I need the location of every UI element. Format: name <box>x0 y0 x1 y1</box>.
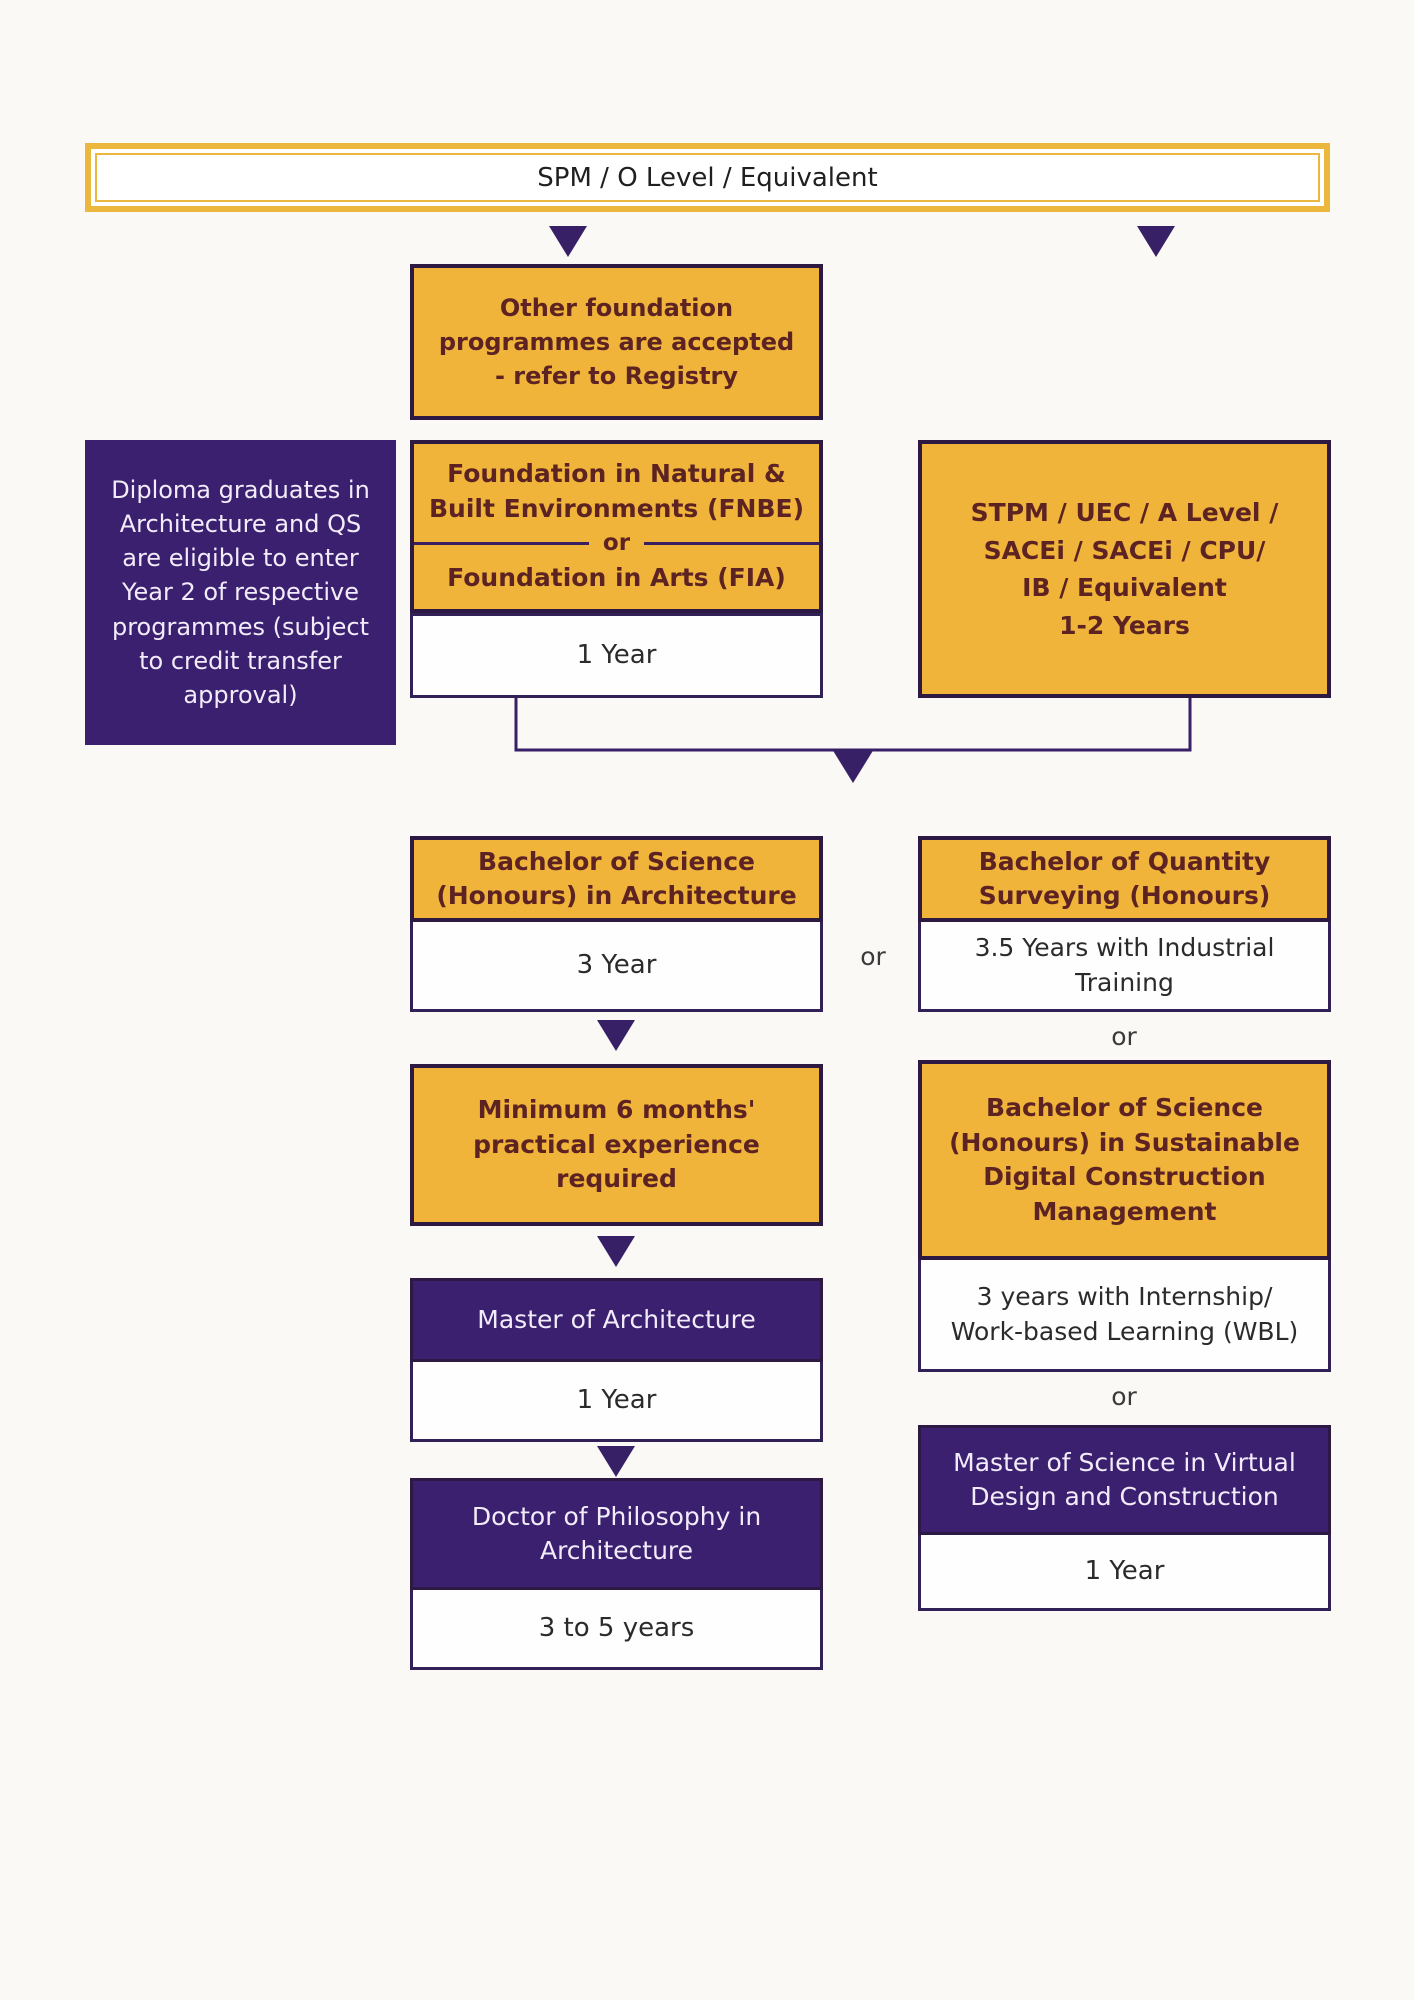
min-experience-line: required <box>556 1164 677 1194</box>
or-divider: or <box>414 532 819 555</box>
bsc-sustainable-title-box: Bachelor of Science (Honours) in Sustain… <box>918 1060 1331 1260</box>
diploma-note-line: Diploma graduates in <box>111 476 370 505</box>
diploma-note-line: are eligible to enter <box>122 544 359 573</box>
programme-title-line: Design and Construction <box>970 1482 1279 1511</box>
phd-title-box: Doctor of Philosophy in Architecture <box>410 1478 823 1590</box>
programme-title-line: Doctor of Philosophy in <box>471 1501 762 1531</box>
min-experience-box: Minimum 6 months' practical experience r… <box>410 1064 823 1226</box>
duration-label: 1 Year <box>576 1384 657 1415</box>
or-label: or <box>1111 1382 1137 1411</box>
programme-title-line: Bachelor of Science <box>986 1093 1263 1122</box>
arrow-down-icon <box>832 749 874 783</box>
or-label: or <box>1111 1022 1137 1051</box>
other-foundation-line: - refer to Registry <box>494 362 739 391</box>
bsc-sustainable-duration-box: 3 years with Internship/ Work-based Lear… <box>918 1260 1331 1372</box>
divider-line <box>644 542 819 546</box>
other-foundation-box: Other foundation programmes are accepted… <box>410 264 823 420</box>
bqs-title-box: Bachelor of Quantity Surveying (Honours) <box>918 836 1331 922</box>
arrow-down-icon <box>597 1236 635 1267</box>
phd-duration-box: 3 to 5 years <box>410 1590 823 1670</box>
entry-qualification-label: SPM / O Level / Equivalent <box>537 162 878 193</box>
divider-line <box>414 542 589 546</box>
arrow-down-icon <box>549 226 587 257</box>
programme-title-line: Master of Architecture <box>477 1304 756 1334</box>
duration-label: 1 Year <box>576 639 657 670</box>
foundation-title-line: Foundation in Arts (FIA) <box>447 563 786 593</box>
merge-connector-line <box>514 697 1192 752</box>
msc-virtual-title-box: Master of Science in Virtual Design and … <box>918 1425 1331 1535</box>
duration-label: 3 years with Internship/ <box>976 1282 1273 1311</box>
entry-qualification-box: SPM / O Level / Equivalent <box>85 143 1330 212</box>
diploma-note-line: Year 2 of respective <box>122 578 359 607</box>
stpm-line: IB / Equivalent <box>1022 573 1227 602</box>
bsc-architecture-title-box: Bachelor of Science (Honours) in Archite… <box>410 836 823 922</box>
duration-label: Training <box>1075 967 1174 997</box>
programme-title-line: Master of Science in Virtual <box>953 1447 1296 1477</box>
min-experience-line: Minimum 6 months' <box>477 1095 756 1125</box>
foundation-duration-box: 1 Year <box>410 613 823 698</box>
programme-title-line: Architecture <box>539 1536 694 1565</box>
diploma-note-line: programmes (subject <box>111 612 370 641</box>
stpm-line: STPM / UEC / A Level / <box>970 498 1279 527</box>
duration-label: 3.5 Years with Industrial <box>974 933 1275 962</box>
bqs-duration-box: 3.5 Years with Industrial Training <box>918 922 1331 1012</box>
foundation-box: Foundation in Natural & Built Environmen… <box>410 440 823 613</box>
programme-title-line: Management <box>1032 1196 1217 1226</box>
duration-label: 3 Year <box>576 949 657 980</box>
programme-title-line: (Honours) in Architecture <box>436 881 797 910</box>
arrow-down-icon <box>1137 226 1175 257</box>
duration-label: 1 Year <box>1084 1555 1165 1586</box>
or-label: or <box>860 942 886 971</box>
msc-virtual-duration-box: 1 Year <box>918 1535 1331 1611</box>
arrow-down-icon <box>597 1020 635 1051</box>
foundation-title-line: Foundation in Natural & <box>447 459 786 489</box>
other-foundation-line: programmes are accepted <box>438 327 795 356</box>
stpm-box: STPM / UEC / A Level / SACEi / SACEi / C… <box>918 440 1331 698</box>
arrow-down-icon <box>597 1446 635 1477</box>
programme-title-line: Surveying (Honours) <box>978 881 1271 910</box>
stpm-line: SACEi / SACEi / CPU/ <box>983 535 1266 565</box>
programme-title-line: Digital Construction <box>983 1162 1266 1191</box>
programme-title-line: Bachelor of Science <box>478 846 755 876</box>
diploma-note-line: to credit transfer <box>139 646 342 675</box>
duration-label: Work-based Learning (WBL) <box>950 1316 1299 1346</box>
or-divider-label: or <box>602 530 631 557</box>
stpm-line: 1-2 Years <box>1059 610 1190 640</box>
diploma-note-line: Architecture and QS <box>119 510 362 539</box>
diploma-note-box: Diploma graduates in Architecture and QS… <box>85 440 396 745</box>
programme-title-line: Bachelor of Quantity <box>978 846 1271 876</box>
duration-label: 3 to 5 years <box>538 1612 695 1643</box>
foundation-title-line: Built Environments (FNBE) <box>428 493 804 523</box>
master-architecture-title-box: Master of Architecture <box>410 1278 823 1362</box>
bsc-architecture-duration-box: 3 Year <box>410 922 823 1012</box>
min-experience-line: practical experience <box>473 1129 760 1159</box>
other-foundation-line: Other foundation <box>499 293 734 322</box>
master-architecture-duration-box: 1 Year <box>410 1362 823 1442</box>
diploma-note-line: approval) <box>183 680 298 709</box>
programme-title-line: (Honours) in Sustainable <box>949 1127 1300 1157</box>
